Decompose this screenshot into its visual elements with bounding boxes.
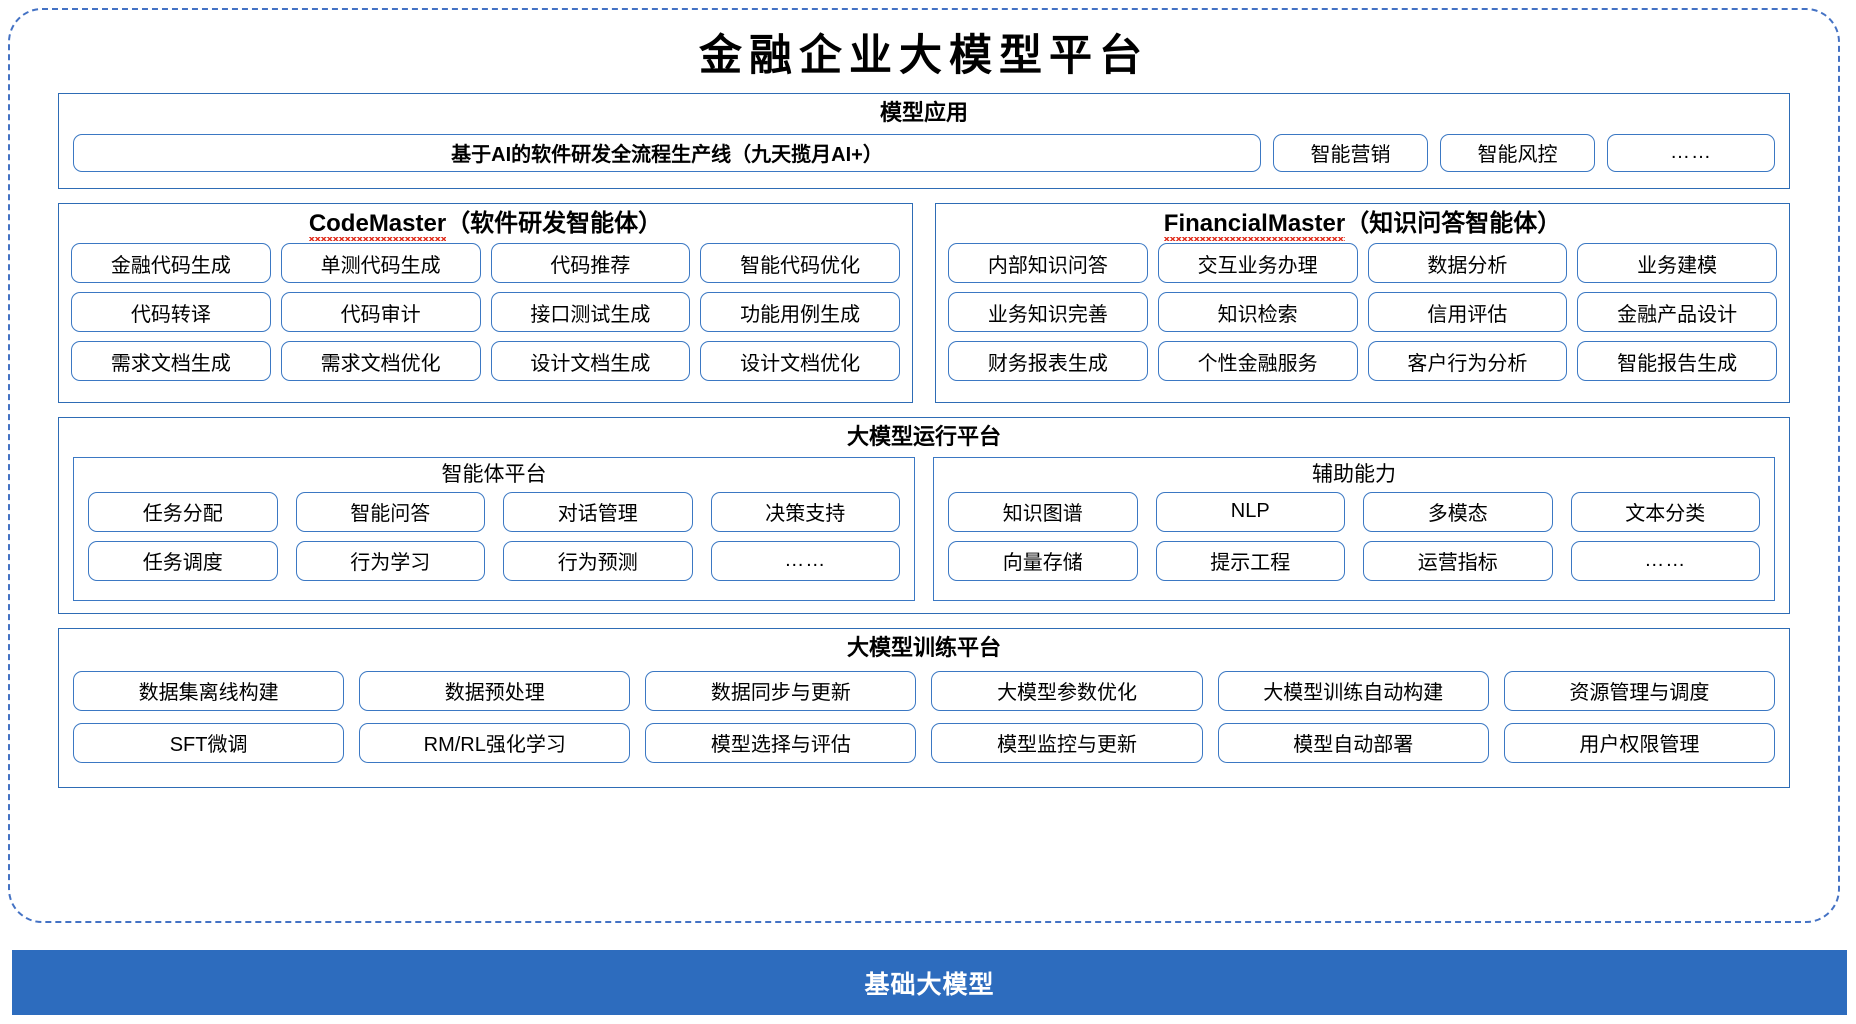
financialmaster-item[interactable]: 信用评估 — [1367, 292, 1568, 333]
foundation-model-band: 基础大模型 — [12, 950, 1847, 1015]
agent-title-financialmaster: FinancialMaster（知识问答智能体） — [948, 210, 1777, 241]
agent-suffix-codemaster: （软件研发智能体） — [446, 210, 663, 238]
codemaster-item[interactable]: 需求文档优化 — [280, 341, 481, 382]
codemaster-item[interactable]: 代码转译 — [71, 292, 271, 333]
agents-row: CodeMaster（软件研发智能体） 金融代码生成 单测代码生成 代码推荐 智… — [58, 203, 1790, 404]
auxiliary-capability-item[interactable]: 多模态 — [1363, 491, 1553, 532]
agent-platform-item[interactable]: 决策支持 — [710, 491, 900, 532]
training-platform-item[interactable]: 大模型训练自动构建 — [1217, 670, 1489, 711]
training-platform-item-grid: 数据集离线构建 数据预处理 数据同步与更新 大模型参数优化 大模型训练自动构建 … — [73, 670, 1775, 776]
financialmaster-item[interactable]: 知识检索 — [1157, 292, 1358, 333]
auxiliary-capability-item-grid: 知识图谱 NLP 多模态 文本分类 向量存储 提示工程 运营指标 …… — [948, 491, 1760, 589]
agent-platform-item[interactable]: 任务调度 — [88, 540, 278, 581]
training-platform-item[interactable]: 大模型参数优化 — [931, 670, 1203, 711]
financialmaster-item[interactable]: 财务报表生成 — [948, 341, 1148, 382]
section-title-runtime-platform: 大模型运行平台 — [846, 424, 1001, 450]
agent-platform-item[interactable]: 行为学习 — [295, 540, 485, 581]
codemaster-item[interactable]: 代码审计 — [280, 292, 481, 333]
training-platform-item[interactable]: 模型监控与更新 — [931, 722, 1203, 763]
foundation-model-label: 基础大模型 — [864, 970, 995, 999]
training-platform-item[interactable]: 数据预处理 — [359, 670, 631, 711]
codemaster-item[interactable]: 需求文档生成 — [71, 341, 271, 382]
codemaster-item[interactable]: 金融代码生成 — [71, 243, 271, 284]
training-platform-item[interactable]: 数据集离线构建 — [73, 670, 345, 711]
auxiliary-capability-item[interactable]: NLP — [1155, 491, 1345, 532]
agent-platform-item[interactable]: 任务分配 — [88, 491, 278, 532]
auxiliary-capability-item[interactable]: 知识图谱 — [948, 491, 1138, 532]
codemaster-item[interactable]: 接口测试生成 — [490, 292, 691, 333]
panel-title-agent-platform: 智能体平台 — [441, 462, 547, 486]
app-item-ai-pipeline[interactable]: 基于AI的软件研发全流程生产线（九天揽月AI+） — [73, 133, 1261, 172]
auxiliary-capability-item-more[interactable]: …… — [1570, 540, 1760, 581]
training-platform-item[interactable]: 数据同步与更新 — [645, 670, 917, 711]
training-platform-item[interactable]: 模型选择与评估 — [645, 722, 917, 763]
runtime-panel-row: 智能体平台 任务分配 智能问答 对话管理 决策支持 任务调度 行为学习 行为预测… — [73, 456, 1775, 602]
training-platform-item[interactable]: 模型自动部署 — [1217, 722, 1489, 763]
panel-agent-platform: 智能体平台 任务分配 智能问答 对话管理 决策支持 任务调度 行为学习 行为预测… — [73, 456, 915, 602]
agent-name-codemaster: CodeMaster — [308, 210, 447, 241]
agent-platform-item[interactable]: 对话管理 — [503, 491, 693, 532]
page-title: 金融企业大模型平台 — [699, 31, 1149, 81]
financialmaster-item[interactable]: 内部知识问答 — [948, 243, 1148, 284]
training-platform-item[interactable]: 用户权限管理 — [1503, 722, 1775, 763]
section-training-platform: 大模型训练平台 数据集离线构建 数据预处理 数据同步与更新 大模型参数优化 大模… — [58, 628, 1790, 789]
section-financialmaster: FinancialMaster（知识问答智能体） 内部知识问答 交互业务办理 数… — [935, 203, 1790, 404]
section-codemaster: CodeMaster（软件研发智能体） 金融代码生成 单测代码生成 代码推荐 智… — [58, 203, 913, 404]
section-model-application: 模型应用 基于AI的软件研发全流程生产线（九天揽月AI+） 智能营销 智能风控 … — [58, 93, 1790, 190]
financialmaster-item[interactable]: 数据分析 — [1367, 243, 1568, 284]
codemaster-item[interactable]: 设计文档生成 — [490, 341, 691, 382]
training-platform-item[interactable]: 资源管理与调度 — [1503, 670, 1775, 711]
section-title-training-platform: 大模型训练平台 — [846, 635, 1001, 661]
financialmaster-item[interactable]: 交互业务办理 — [1157, 243, 1358, 284]
financialmaster-item[interactable]: 智能报告生成 — [1577, 341, 1777, 382]
financialmaster-item-grid: 内部知识问答 交互业务办理 数据分析 业务建模 业务知识完善 知识检索 信用评估… — [948, 243, 1777, 392]
codemaster-item[interactable]: 功能用例生成 — [700, 292, 900, 333]
panel-title-auxiliary-capability: 辅助能力 — [1312, 462, 1396, 486]
auxiliary-capability-item[interactable]: 文本分类 — [1570, 491, 1760, 532]
app-item-smart-marketing[interactable]: 智能营销 — [1273, 133, 1428, 172]
training-platform-item[interactable]: RM/RL强化学习 — [359, 722, 631, 763]
agent-platform-item[interactable]: 行为预测 — [503, 540, 693, 581]
auxiliary-capability-item[interactable]: 向量存储 — [948, 540, 1138, 581]
model-application-item-row: 基于AI的软件研发全流程生产线（九天揽月AI+） 智能营销 智能风控 …… — [73, 133, 1775, 172]
agent-platform-item-grid: 任务分配 智能问答 对话管理 决策支持 任务调度 行为学习 行为预测 …… — [88, 491, 900, 589]
financialmaster-item[interactable]: 客户行为分析 — [1367, 341, 1568, 382]
training-platform-item[interactable]: SFT微调 — [73, 722, 345, 763]
platform-outer-frame: 金融企业大模型平台 模型应用 基于AI的软件研发全流程生产线（九天揽月AI+） … — [8, 8, 1840, 923]
codemaster-item[interactable]: 代码推荐 — [490, 243, 691, 284]
agent-platform-item[interactable]: 智能问答 — [295, 491, 485, 532]
codemaster-item[interactable]: 单测代码生成 — [280, 243, 481, 284]
codemaster-item-grid: 金融代码生成 单测代码生成 代码推荐 智能代码优化 代码转译 代码审计 接口测试… — [71, 243, 900, 392]
section-runtime-platform: 大模型运行平台 智能体平台 任务分配 智能问答 对话管理 决策支持 任务调度 行… — [58, 417, 1790, 615]
app-item-smart-risk-control[interactable]: 智能风控 — [1440, 133, 1595, 172]
agent-name-financialmaster: FinancialMaster — [1163, 210, 1346, 241]
auxiliary-capability-item[interactable]: 运营指标 — [1363, 540, 1553, 581]
auxiliary-capability-item[interactable]: 提示工程 — [1155, 540, 1345, 581]
agent-platform-item-more[interactable]: …… — [710, 540, 900, 581]
financialmaster-item[interactable]: 业务建模 — [1577, 243, 1777, 284]
panel-auxiliary-capability: 辅助能力 知识图谱 NLP 多模态 文本分类 向量存储 提示工程 运营指标 …… — [933, 456, 1775, 602]
app-item-more[interactable]: …… — [1607, 133, 1775, 172]
codemaster-item[interactable]: 设计文档优化 — [700, 341, 900, 382]
codemaster-item[interactable]: 智能代码优化 — [700, 243, 900, 284]
financialmaster-item[interactable]: 个性金融服务 — [1157, 341, 1358, 382]
agent-title-codemaster: CodeMaster（软件研发智能体） — [71, 210, 900, 241]
financialmaster-item[interactable]: 金融产品设计 — [1577, 292, 1777, 333]
section-title-model-application: 模型应用 — [879, 100, 968, 126]
agent-suffix-financialmaster: （知识问答智能体） — [1345, 210, 1562, 238]
financialmaster-item[interactable]: 业务知识完善 — [948, 292, 1148, 333]
